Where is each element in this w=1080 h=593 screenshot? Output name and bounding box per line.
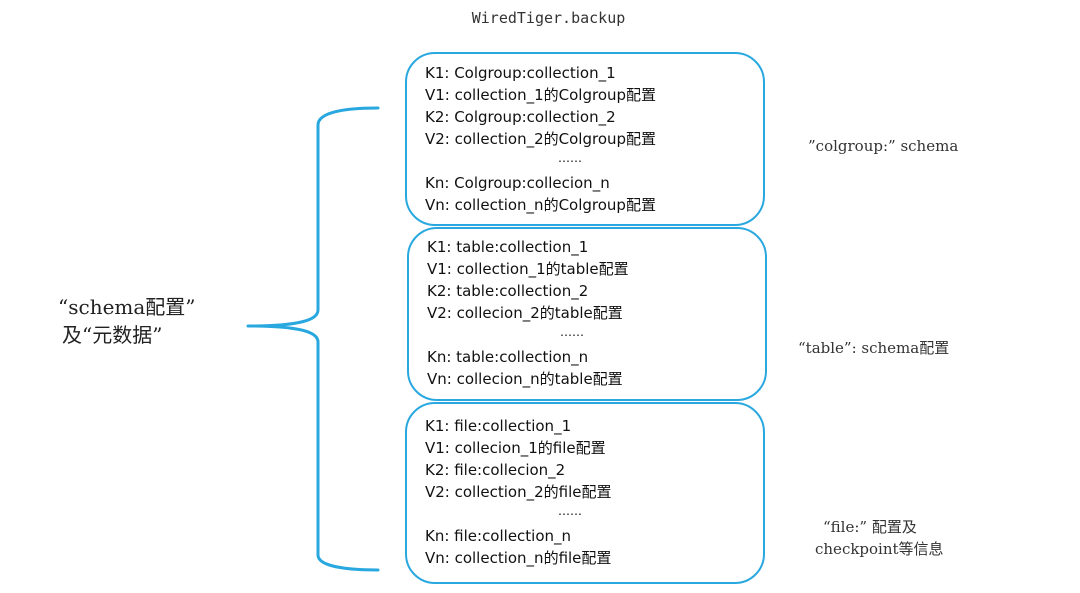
file-note: “file:” 配置及 checkpoint等信息: [815, 516, 944, 560]
entry-line: V2: collection_2的file配置: [425, 483, 612, 501]
entry-line: Vn: collecion_n的table配置: [427, 370, 623, 388]
table-entries: K1: table:collection_1 V1: collection_1的…: [427, 236, 747, 390]
colgroup-note: ”colgroup:” schema: [808, 137, 959, 155]
left-label-line1: “schema配置”: [58, 295, 196, 319]
entry-line: K2: file:collecion_2: [425, 461, 566, 479]
entry-line: K2: table:collection_2: [427, 282, 589, 300]
entry-line: Vn: collection_n的file配置: [425, 549, 612, 567]
entry-line: V2: collecion_2的table配置: [427, 304, 623, 322]
entry-line: V1: collection_1的Colgroup配置: [425, 86, 657, 104]
ellipsis: ……: [560, 325, 584, 339]
entry-line: V2: collection_2的Colgroup配置: [425, 130, 657, 148]
table-box: [407, 227, 767, 401]
colgroup-box: [405, 52, 765, 226]
entry-line: K2: Colgroup:collection_2: [425, 108, 616, 126]
diagram-title: WiredTiger.backup: [471, 9, 626, 27]
file-note-line2: checkpoint等信息: [815, 540, 944, 558]
entry-line: Vn: collection_n的Colgroup配置: [425, 196, 656, 214]
entry-line: Kn: table:collection_n: [427, 348, 589, 366]
entry-line: K1: file:collection_1: [425, 417, 572, 435]
ellipsis: ……: [558, 151, 582, 165]
entry-line: Kn: Colgroup:collecion_n: [425, 174, 610, 192]
entry-line: V1: collecion_1的file配置: [425, 439, 606, 457]
entry-line: V1: collection_1的table配置: [427, 260, 629, 278]
entry-line: Kn: file:collection_n: [425, 527, 572, 545]
left-label-line2: 及“元数据”: [62, 323, 163, 347]
left-label: “schema配置” 及“元数据”: [58, 293, 196, 349]
entry-line: K1: table:collection_1: [427, 238, 589, 256]
table-note: “table”: schema配置: [798, 339, 950, 357]
ellipsis: ……: [558, 504, 582, 518]
file-entries: K1: file:collection_1 V1: collecion_1的fi…: [425, 415, 745, 569]
file-note-line1: “file:” 配置及: [823, 518, 917, 536]
colgroup-entries: K1: Colgroup:collection_1 V1: collection…: [425, 62, 745, 216]
entry-line: K1: Colgroup:collection_1: [425, 64, 616, 82]
file-box: [405, 402, 765, 584]
